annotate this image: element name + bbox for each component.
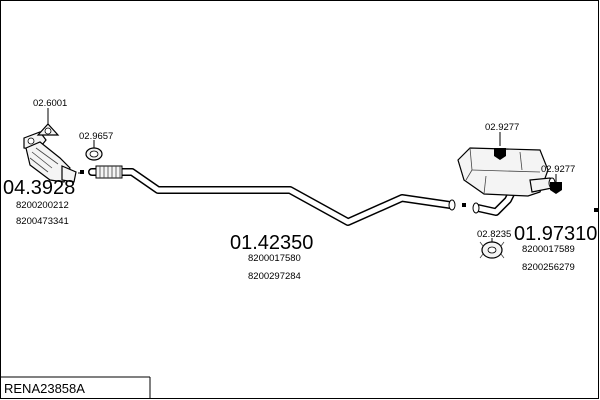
diagram-code: RENA23858A [4,381,85,396]
catalyst-oem-2: 8200473341 [16,216,69,227]
catalyst-oem-1: 8200200212 [16,200,69,211]
diagram-code-box: RENA23858A [0,376,151,399]
rubber-hanger[interactable] [479,238,505,259]
rear-muffler-oem-2: 8200256279 [522,262,575,273]
hanger-ref: 02.8235 [477,229,511,240]
center-pipe-oem-2: 8200297284 [248,271,301,282]
end-marker [594,208,598,212]
catalyst-ref: 04.3928 [3,177,75,199]
joint-marker [80,170,84,174]
rear-muffler-ref: 01.97310 [514,223,597,245]
center-pipe-ref: 01.42350 [230,232,313,254]
clamp-a-ref: 02.9277 [485,122,519,133]
rear-muffler[interactable] [457,147,556,216]
center-pipe-oem-1: 8200017580 [248,253,301,264]
gasket-b[interactable] [85,140,103,161]
center-pipe[interactable] [88,165,466,226]
catalytic-converter[interactable] [23,131,82,183]
gasket-b-ref: 02.9657 [79,131,113,142]
gasket-a-ref: 02.6001 [33,98,67,109]
gasket-a[interactable] [36,108,60,136]
clamp-b[interactable] [550,174,562,194]
clamp-b-ref: 02.9277 [541,164,575,175]
rear-muffler-oem-1: 8200017589 [522,244,575,255]
clamp-a[interactable] [494,132,506,160]
